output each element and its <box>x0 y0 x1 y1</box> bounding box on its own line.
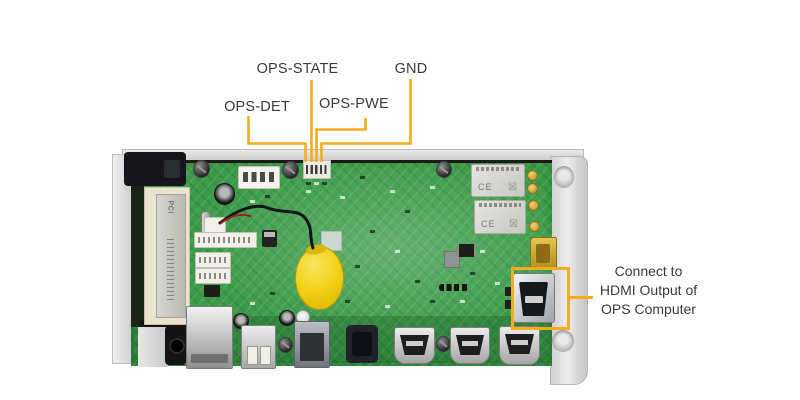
debug-pin-header <box>439 284 469 291</box>
wifi-module-2: CE ☒ <box>474 200 526 234</box>
chassis-bottom-left-foot <box>138 327 168 367</box>
voltage-regulator <box>262 230 277 247</box>
ce-mark: CE <box>478 182 493 192</box>
label-hdmi-note: Connect to HDMI Output of OPS Computer <box>591 262 706 319</box>
hdmi-tongue <box>511 340 528 345</box>
capacitor-bottom-2 <box>279 310 295 326</box>
hdmi-note-line-1: Connect to <box>614 263 683 279</box>
weee-bin-icon: ☒ <box>508 182 517 193</box>
black-wire <box>218 204 315 250</box>
edge-connector-partnumber <box>167 238 174 300</box>
ce-mark: CE <box>481 219 496 229</box>
ic-chip-gray <box>444 251 460 268</box>
usb-port-2 <box>294 321 330 368</box>
antenna-connector-1 <box>527 170 538 181</box>
header-strip-1 <box>194 232 257 248</box>
hdmi-note-line-3: OPS Computer <box>601 301 696 317</box>
smd-block-1 <box>505 287 512 296</box>
screw-top-3 <box>436 161 452 178</box>
usb-port-1 <box>241 325 276 369</box>
power-connector-black <box>346 325 378 363</box>
screw-bottom-1 <box>278 337 293 353</box>
backup-coin-battery <box>295 246 344 310</box>
wifi-module-1: CE ☒ <box>471 164 525 197</box>
hdmi-tongue <box>406 341 423 346</box>
hdmi-port-3 <box>499 326 540 365</box>
power-connector-4pin <box>238 166 280 189</box>
screw-top-1 <box>193 160 210 178</box>
hdmi-port-2 <box>450 327 490 364</box>
header-pins <box>198 237 253 243</box>
antenna-connector-2 <box>527 183 538 194</box>
connector-pins <box>306 165 327 174</box>
smd-block-2 <box>505 300 512 309</box>
antenna-connector-4 <box>529 221 540 232</box>
pcb-left-edge-shadow <box>131 185 144 327</box>
module-text-rows <box>476 167 520 171</box>
antenna-connector-3 <box>528 200 539 211</box>
ic-chip-8pin <box>457 244 476 257</box>
header-pins <box>199 257 227 263</box>
hdmi-tongue <box>462 341 478 346</box>
hdmi-port-1 <box>394 327 435 364</box>
label-ops-pwe: OPS-PWE <box>319 96 389 112</box>
hdmi-note-line-2: HDMI Output of <box>599 282 698 298</box>
module-text-rows <box>479 203 521 207</box>
connector-slots <box>243 172 275 182</box>
header-pins <box>199 273 227 279</box>
bracket-screw-hole-top <box>554 166 574 188</box>
label-gnd: GND <box>394 61 428 77</box>
audio-jack <box>165 326 186 365</box>
label-ops-state: OPS-STATE <box>256 61 339 77</box>
dc-jack <box>124 152 186 186</box>
header-strip-2 <box>195 252 231 268</box>
electrolytic-capacitor <box>214 183 235 205</box>
ic-chip-left <box>204 285 220 297</box>
red-wire <box>220 213 251 224</box>
usb-slot <box>260 346 271 365</box>
hdmi-connector-gold <box>530 237 557 270</box>
header-strip-3 <box>195 268 231 284</box>
weee-bin-icon: ☒ <box>509 219 518 230</box>
bracket-screw-hole-bottom <box>552 330 574 352</box>
ethernet-port <box>186 306 233 369</box>
label-ops-det: OPS-DET <box>224 99 290 115</box>
usb-slot <box>247 346 258 365</box>
